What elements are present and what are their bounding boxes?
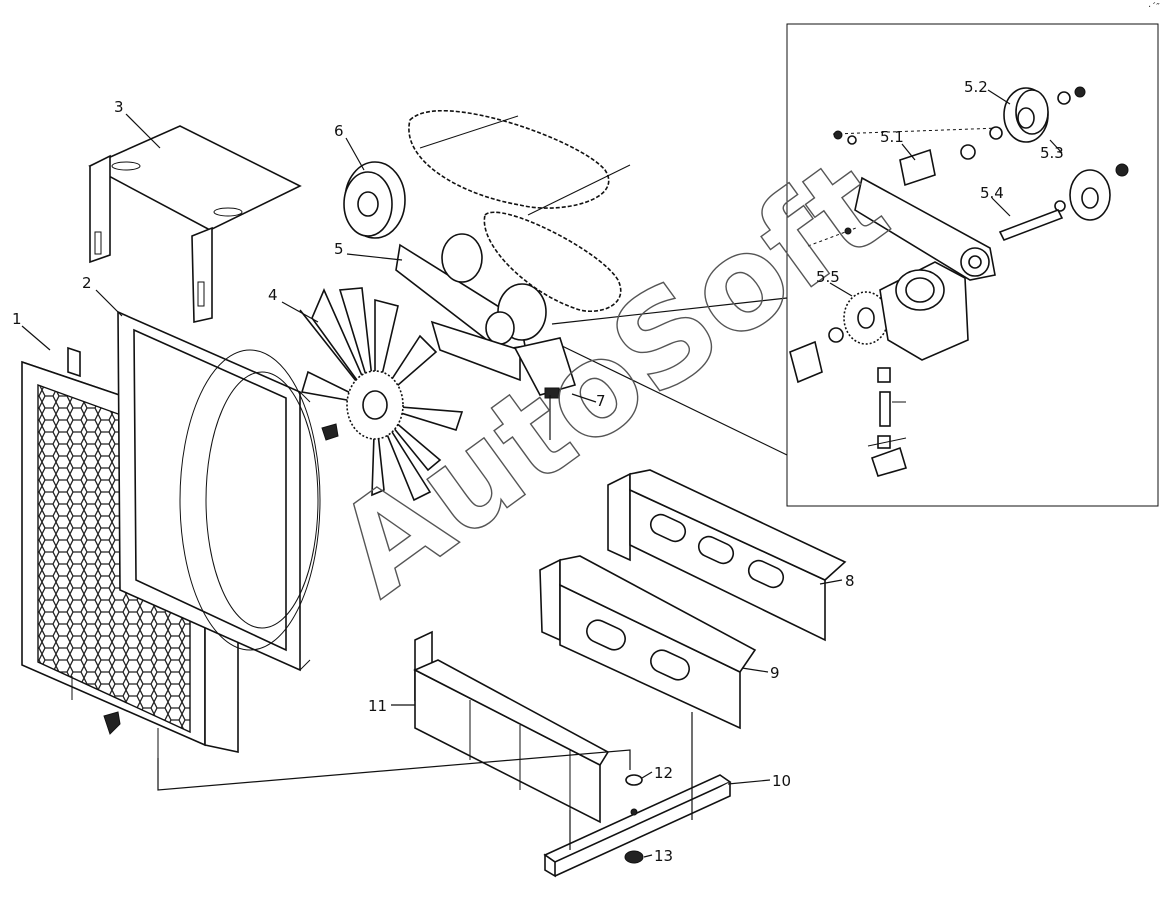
label-6: 6 [334, 122, 344, 140]
label-8: 8 [845, 572, 855, 590]
label-12: 12 [654, 764, 673, 782]
part-5-1-shaft [832, 126, 1003, 187]
part-5-4-axle [998, 208, 1064, 242]
label-5-1: 5.1 [880, 128, 904, 146]
tensioner-arm [807, 176, 996, 281]
label-10: 10 [772, 772, 791, 790]
spring-rod [867, 367, 907, 477]
part-5-2-pulley [1003, 86, 1086, 143]
label-3: 3 [114, 98, 124, 116]
part-12-washer [625, 774, 643, 816]
part-9-rail [539, 555, 757, 730]
part-4-fan [299, 287, 464, 502]
label-5-2: 5.2 [964, 78, 988, 96]
part-3-bracket [88, 125, 302, 323]
detail-inset [786, 23, 1159, 507]
label-11: 11 [368, 697, 387, 715]
label-5: 5 [334, 240, 344, 258]
part-6-pulley [343, 161, 406, 239]
label-5-4: 5.4 [980, 184, 1004, 202]
part-5-3-pulley [1054, 163, 1129, 221]
label-5-5: 5.5 [816, 268, 840, 286]
part-2-fan-shroud [117, 310, 321, 672]
label-4: 4 [268, 286, 278, 304]
part-5-tensioner-assembly [395, 233, 577, 399]
drive-belts [408, 110, 631, 312]
bearing-housing [879, 261, 969, 361]
part-10-crossmember [543, 774, 732, 878]
label-2: 2 [82, 274, 92, 292]
label-13: 13 [654, 847, 673, 865]
label-1: 1 [12, 310, 22, 328]
label-5-3: 5.3 [1040, 144, 1064, 162]
part-13-nut [624, 850, 644, 864]
corner-mark: ·´″ [1148, 1, 1160, 13]
label-9: 9 [770, 664, 780, 682]
label-7: 7 [596, 392, 606, 410]
callout-leaders [21, 89, 1063, 858]
part-8-rail [607, 469, 847, 642]
part-5-5-sprocket [789, 291, 889, 384]
part-11-box-frame [413, 630, 610, 824]
callout-labels: 1 2 3 4 5 6 7 8 9 10 11 12 13 5.1 5.2 5.… [12, 78, 1064, 865]
